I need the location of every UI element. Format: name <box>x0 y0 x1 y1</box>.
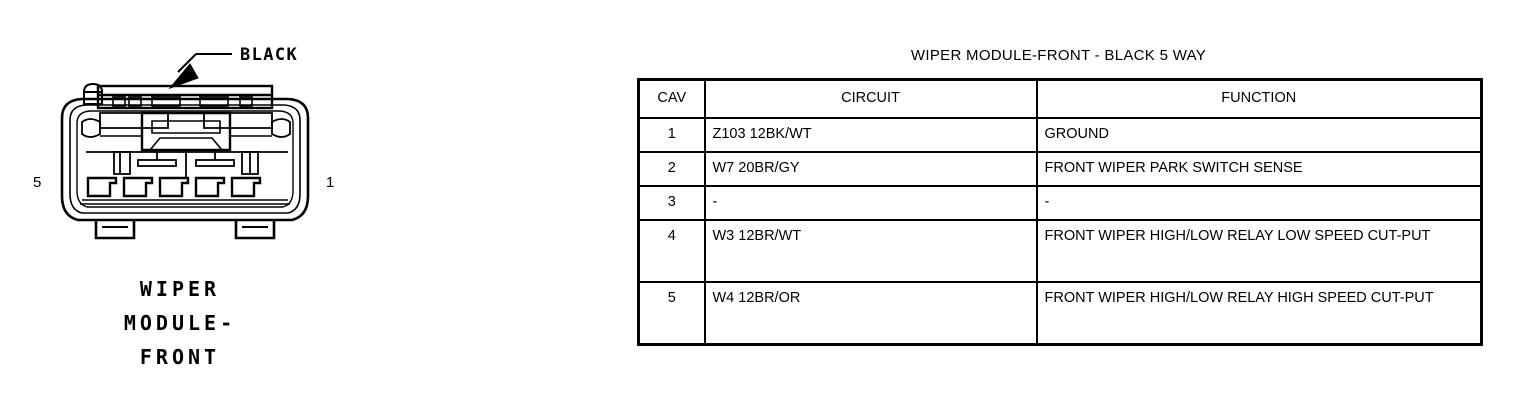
table-title: WIPER MODULE-FRONT - BLACK 5 WAY <box>910 47 1207 64</box>
caption-line-3: FRONT <box>139 345 221 369</box>
cell-circuit: Z103 12BK/WT <box>703 117 1038 153</box>
connector-bottom-tab-left <box>94 220 136 240</box>
cell-cav: 2 <box>637 151 706 187</box>
table-row: 1 Z103 12BK/WT GROUND <box>637 117 1483 153</box>
pinout-panel: WIPER MODULE-FRONT - BLACK 5 WAY CAV CIR… <box>637 0 1483 406</box>
connector-top-header <box>96 84 274 110</box>
connector-outer-shell <box>60 97 310 222</box>
callout-leader <box>177 53 232 73</box>
cell-function: GROUND <box>1035 117 1483 153</box>
connector-hook-left <box>81 118 101 138</box>
connector-drawing <box>60 53 310 240</box>
connector-cavity-2 <box>194 176 226 198</box>
cell-cav: 1 <box>637 117 706 153</box>
cell-cav: 5 <box>637 281 706 346</box>
connector-caption: WIPER MODULE- FRONT <box>40 272 320 374</box>
connector-cavity-3 <box>158 176 190 198</box>
connector-illustration-panel: BLACK 5 1 WIPER MODULE- FRONT <box>0 0 400 406</box>
connector-cavity-1 <box>230 176 262 198</box>
cell-circuit: - <box>703 185 1038 221</box>
cell-cav: 4 <box>637 219 706 283</box>
connector-shell-contour-2 <box>69 104 301 214</box>
connector-center-key <box>140 111 232 152</box>
pin-number-left: 5 <box>33 174 42 191</box>
connector-hook-right <box>271 118 291 138</box>
cell-function: FRONT WIPER PARK SWITCH SENSE <box>1035 151 1483 187</box>
table-row: 3 - - <box>637 185 1483 221</box>
header-cav: CAV <box>637 78 706 119</box>
pin-number-right: 1 <box>326 174 335 191</box>
cell-function: FRONT WIPER HIGH/LOW RELAY HIGH SPEED CU… <box>1035 281 1483 346</box>
cell-circuit: W4 12BR/OR <box>703 281 1038 346</box>
caption-line-1: WIPER <box>139 277 221 301</box>
connector-cavity-row <box>86 176 262 198</box>
pinout-table: CAV CIRCUIT FUNCTION 1 Z103 12BK/WT GROU… <box>637 78 1483 346</box>
table-row: 4 W3 12BR/WT FRONT WIPER HIGH/LOW RELAY … <box>637 219 1483 283</box>
connector-retainer-1 <box>113 151 131 175</box>
connector-retainer-bar-2 <box>195 159 235 167</box>
connector-cavity-5 <box>86 176 118 198</box>
header-circuit: CIRCUIT <box>703 78 1038 119</box>
table-row: 5 W4 12BR/OR FRONT WIPER HIGH/LOW RELAY … <box>637 281 1483 346</box>
black-callout-label: BLACK <box>240 45 299 65</box>
cell-function: - <box>1035 185 1483 221</box>
connector-bottom-tab-right <box>234 220 276 240</box>
callout-arrowhead <box>168 63 199 90</box>
table-header-row: CAV CIRCUIT FUNCTION <box>637 78 1483 119</box>
header-function: FUNCTION <box>1035 78 1483 119</box>
cell-circuit: W3 12BR/WT <box>703 219 1038 283</box>
cell-circuit: W7 20BR/GY <box>703 151 1038 187</box>
cell-cav: 3 <box>637 185 706 221</box>
table-row: 2 W7 20BR/GY FRONT WIPER PARK SWITCH SEN… <box>637 151 1483 187</box>
cell-function: FRONT WIPER HIGH/LOW RELAY LOW SPEED CUT… <box>1035 219 1483 283</box>
connector-cavity-4 <box>122 176 154 198</box>
caption-line-2: MODULE- <box>123 311 237 335</box>
connector-retainer-bar-1 <box>137 159 177 167</box>
